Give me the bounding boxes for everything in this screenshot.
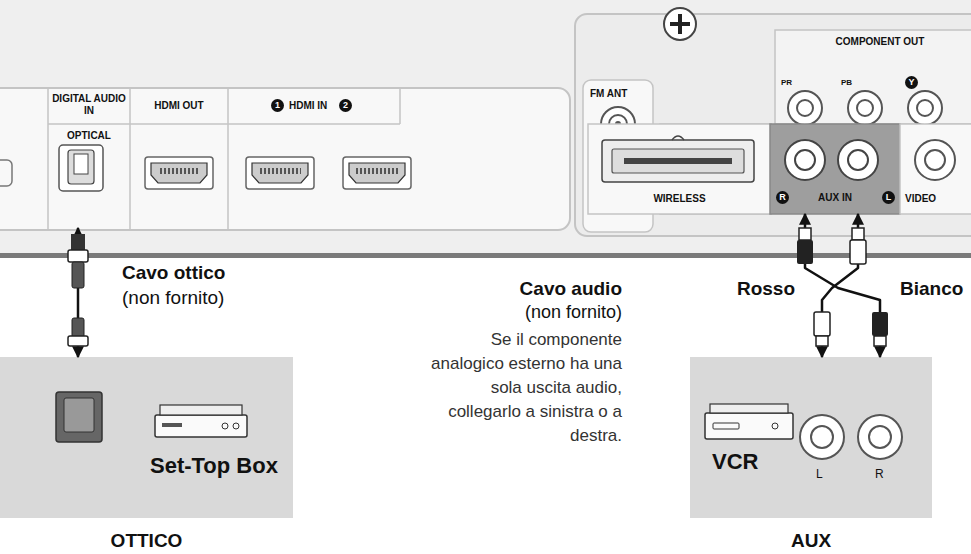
port-label: WIRELESS	[588, 193, 771, 204]
node-text: VCR	[712, 449, 758, 475]
jack-label: Y	[905, 76, 918, 89]
node-text: DIGITAL AUDIO IN	[48, 93, 130, 117]
cable-label: Cavo audio	[322, 278, 622, 300]
aux-in-section: AUX IN	[770, 124, 900, 214]
wire-color: Rosso	[675, 278, 795, 300]
cable-wire	[805, 214, 880, 357]
device-box: Set-Top BoxOTTICO	[0, 357, 293, 518]
audio-in-section: DIGITAL AUDIO IN OPTICAL	[48, 88, 130, 228]
wire-color: Bianco	[900, 278, 963, 300]
node-heading: OPTICAL	[48, 130, 130, 141]
channel-label: L	[816, 467, 823, 481]
callout-number: 1	[271, 99, 284, 112]
channel-label: R	[776, 191, 789, 204]
port-label: HDMI IN	[289, 100, 327, 111]
cable-connector	[805, 214, 880, 357]
jack-label: PR	[781, 78, 792, 87]
channel-label: R	[875, 467, 884, 481]
port-label: COMPONENT OUT	[775, 36, 971, 47]
node-heading: AUX	[690, 530, 932, 552]
node-text: AUX IN	[770, 192, 900, 203]
port-label: HDMI OUT	[130, 100, 228, 111]
device-box: VCRAUX	[690, 357, 932, 518]
cable-label: Cavo ottico	[122, 262, 225, 284]
note: (non fornito)	[322, 302, 622, 323]
port-label: VIDEO	[905, 193, 936, 204]
channel-label: L	[882, 191, 895, 204]
port-label: FM ANT	[590, 88, 627, 99]
node-text: Set-Top Box	[150, 453, 278, 479]
node-heading: OTTICO	[0, 530, 293, 552]
jack-label: PB	[841, 78, 852, 87]
note: Se il componente analogico esterno ha un…	[422, 328, 622, 448]
callout-number: 2	[339, 99, 352, 112]
note: (non fornito)	[122, 287, 224, 309]
